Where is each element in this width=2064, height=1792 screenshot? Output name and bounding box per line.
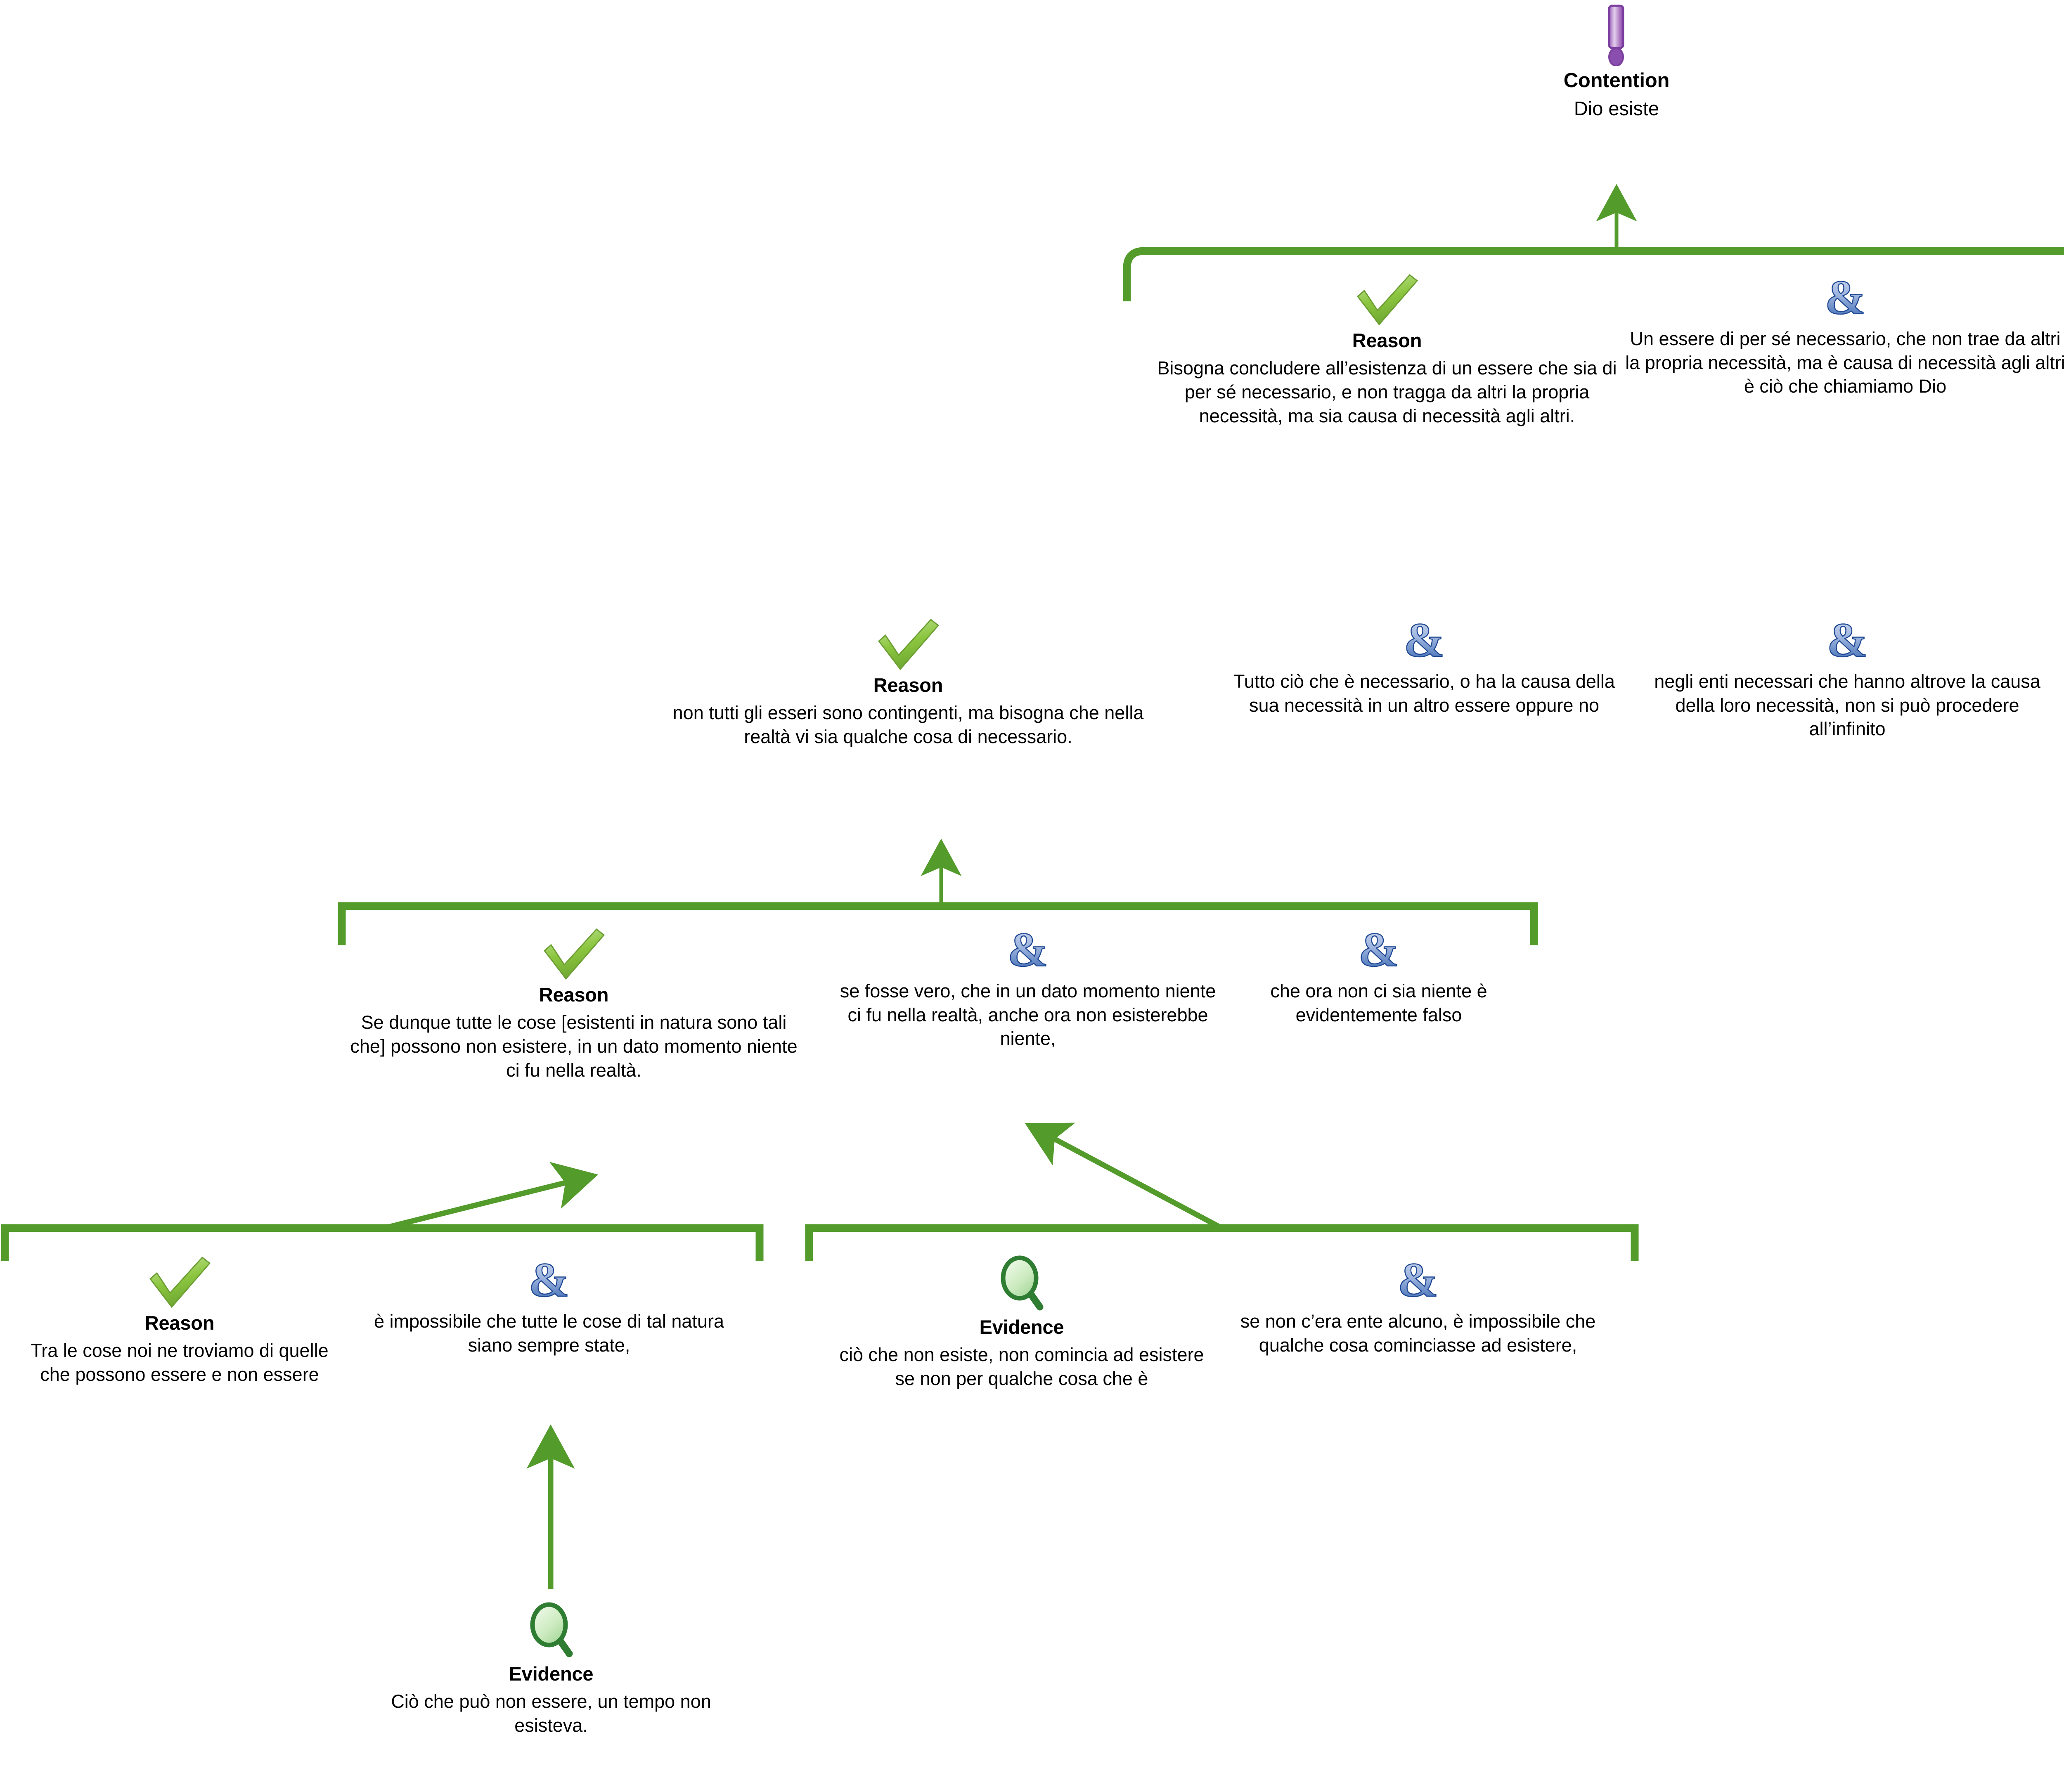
arrow-to-copremise-5 — [1025, 1122, 1224, 1231]
node-claim-text: Tutto ciò che è necessario, o ha la caus… — [1233, 671, 1615, 716]
magnifier-icon — [838, 1255, 1205, 1313]
node-claim-text: Se dunque tutte le cose [esistenti in na… — [350, 1012, 798, 1081]
node-reason-3[interactable]: Reason Se dunque tutte le cose [esistent… — [343, 927, 805, 1082]
svg-text:&: & — [1360, 925, 1397, 973]
node-claim-text: che ora non ci sia niente è evidentement… — [1270, 980, 1487, 1025]
node-role-label: Reason — [873, 674, 943, 696]
node-copremise-2[interactable]: & Tutto ciò che è necessario, o ha la ca… — [1226, 615, 1622, 717]
svg-text:&: & — [1399, 1255, 1437, 1303]
green-check-icon — [1148, 272, 1626, 326]
node-claim-text: Dio esiste — [1574, 97, 1659, 120]
exclamation-mark-icon — [1472, 4, 1761, 66]
node-claim-text: se non c’era ente alcuno, è impossibile … — [1240, 1311, 1596, 1356]
ampersand-icon: & — [1645, 615, 2050, 663]
node-claim-text: ciò che non esiste, non comincia ad esis… — [839, 1344, 1204, 1389]
magnifier-icon — [367, 1602, 735, 1659]
green-check-icon — [660, 617, 1156, 671]
node-role-label: Reason — [539, 984, 609, 1006]
node-contention[interactable]: Contention Dio esiste — [1472, 4, 1761, 121]
ampersand-icon: & — [834, 925, 1222, 973]
ampersand-icon: & — [1210, 1255, 1626, 1303]
node-role-label: Contention — [1563, 69, 1670, 92]
node-copremise-1[interactable]: & Un essere di per sé necessario, che no… — [1622, 272, 2064, 398]
svg-text:&: & — [1829, 615, 1866, 663]
svg-text:&: & — [1827, 272, 1864, 320]
ampersand-icon: & — [1226, 615, 1622, 663]
node-role-label: Reason — [1352, 329, 1422, 351]
node-role-label: Evidence — [509, 1663, 594, 1685]
node-claim-text: Tra le cose noi ne troviamo di quelle ch… — [31, 1340, 329, 1385]
ampersand-icon: & — [367, 1255, 731, 1303]
node-claim-text: è impossibile che tutte le cose di tal n… — [374, 1311, 724, 1356]
green-check-icon — [17, 1255, 343, 1309]
node-copremise-8[interactable]: & se non c’era ente alcuno, è impossibil… — [1210, 1255, 1626, 1357]
svg-text:&: & — [1009, 925, 1046, 973]
node-claim-text: Ciò che può non essere, un tempo non esi… — [391, 1691, 711, 1736]
node-copremise-6[interactable]: & che ora non ci sia niente è evidenteme… — [1251, 925, 1507, 1027]
node-claim-text: Un essere di per sé necessario, che non … — [1625, 328, 2064, 397]
node-copremise-7[interactable]: & è impossibile che tutte le cose di tal… — [367, 1255, 731, 1357]
node-evidence-2[interactable]: Evidence Ciò che può non essere, un temp… — [367, 1602, 735, 1738]
node-role-label: Reason — [144, 1312, 215, 1334]
node-claim-text: non tutti gli esseri sono contingenti, m… — [672, 702, 1144, 747]
ampersand-icon: & — [1251, 925, 1507, 973]
node-copremise-3[interactable]: & negli enti necessari che hanno altrove… — [1645, 615, 2050, 741]
node-claim-text: Bisogna concludere all’esistenza di un e… — [1157, 357, 1617, 426]
node-copremise-5[interactable]: & se fosse vero, che in un dato momento … — [834, 925, 1222, 1051]
node-claim-text: se fosse vero, che in un dato momento ni… — [840, 980, 1216, 1049]
green-check-icon — [343, 927, 805, 980]
node-claim-text: negli enti necessari che hanno altrove l… — [1654, 671, 2040, 740]
node-reason-2[interactable]: Reason non tutti gli esseri sono conting… — [660, 617, 1156, 749]
node-reason-1[interactable]: Reason Bisogna concludere all’esistenza … — [1148, 272, 1626, 428]
arrow-to-reason-3 — [383, 1162, 598, 1231]
ampersand-icon: & — [1622, 272, 2064, 320]
node-evidence-1[interactable]: Evidence ciò che non esiste, non cominci… — [838, 1255, 1205, 1391]
node-role-label: Evidence — [979, 1316, 1064, 1338]
svg-text:&: & — [530, 1255, 568, 1303]
svg-text:&: & — [1406, 615, 1443, 663]
node-reason-4[interactable]: Reason Tra le cose noi ne troviamo di qu… — [17, 1255, 343, 1387]
